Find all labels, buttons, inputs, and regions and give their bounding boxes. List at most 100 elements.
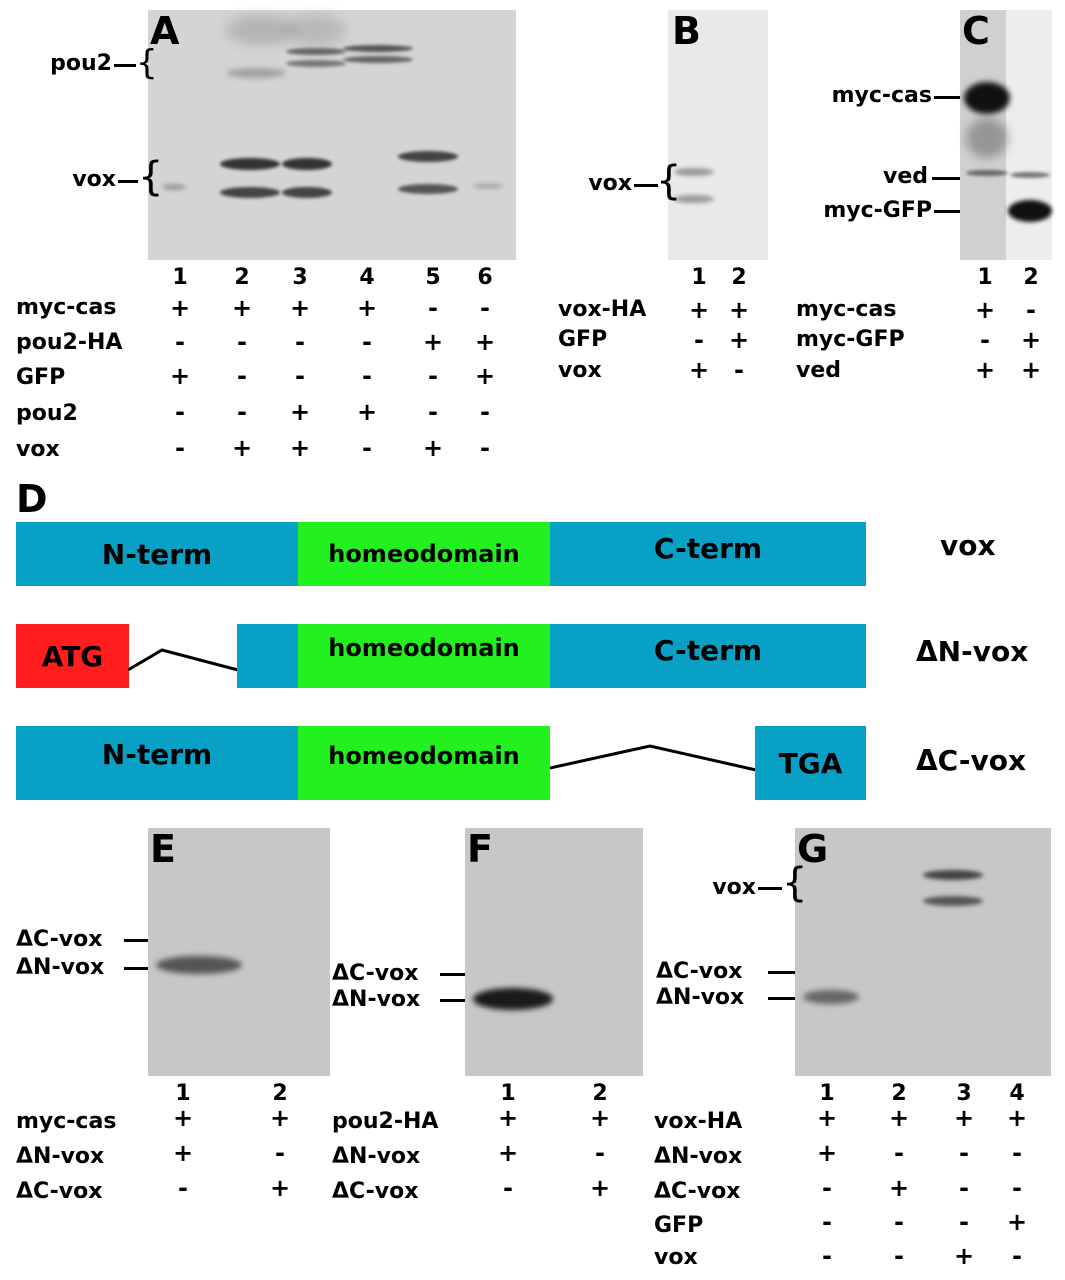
row-value: + <box>1020 356 1042 384</box>
row-value: - <box>428 362 438 390</box>
row-value: - <box>894 1242 904 1270</box>
row-value: + <box>816 1104 838 1132</box>
row-value: - <box>980 326 990 354</box>
row-value: - <box>1026 296 1036 324</box>
lane-number: 4 <box>1009 1081 1025 1106</box>
gel-band <box>162 184 186 190</box>
gel-band <box>473 183 503 189</box>
gel-band <box>674 195 714 203</box>
row-value: + <box>231 434 253 462</box>
gel-band <box>282 187 332 198</box>
gel-band <box>286 15 346 45</box>
row-value: - <box>237 398 247 426</box>
marker-brace: { <box>136 43 158 83</box>
row-label: myc-cas <box>16 1109 117 1134</box>
construct-dc-tga: TGA <box>755 726 866 800</box>
gel-panel-c <box>960 10 1052 260</box>
row-value: - <box>175 398 185 426</box>
lane-number: 2 <box>234 265 250 290</box>
marker-brace: { <box>138 154 164 200</box>
gel-band <box>923 896 983 906</box>
gel-band <box>964 82 1010 114</box>
row-value: + <box>172 1139 194 1167</box>
row-label: ΔC-vox <box>654 1179 741 1204</box>
row-value: - <box>595 1139 605 1167</box>
row-value: + <box>422 328 444 356</box>
gel-band <box>220 158 280 170</box>
gel-band <box>220 187 280 198</box>
construct-name: ΔC-vox <box>916 744 1027 777</box>
gel-band <box>398 184 458 194</box>
lane-number: 5 <box>425 265 441 290</box>
row-label: myc-cas <box>796 297 897 322</box>
gel-band <box>282 158 332 170</box>
row-value: + <box>497 1104 519 1132</box>
gel-band <box>966 118 1008 158</box>
marker-label-dc-vox: ΔC-vox <box>16 927 103 952</box>
row-label: ΔN-vox <box>332 1144 421 1169</box>
lane-number: 1 <box>691 265 707 290</box>
marker-tick <box>768 997 795 1000</box>
panel-label-d: D <box>16 477 48 521</box>
row-value: + <box>169 294 191 322</box>
construct-vox-cterm: C-term <box>550 522 866 586</box>
row-value: + <box>474 328 496 356</box>
marker-label-myc-gfp: myc-GFP <box>823 198 932 223</box>
lane-number: 2 <box>1023 265 1039 290</box>
row-label: ΔC-vox <box>16 1179 103 1204</box>
marker-label-dc-vox: ΔC-vox <box>332 961 419 986</box>
gel-band <box>343 56 413 63</box>
gel-panel-e <box>148 828 330 1076</box>
row-value: + <box>1006 1104 1028 1132</box>
row-label: ΔN-vox <box>16 1144 105 1169</box>
gel-panel-f <box>465 828 643 1076</box>
row-value: + <box>888 1104 910 1132</box>
row-value: - <box>275 1139 285 1167</box>
gel-panel-a <box>148 10 516 260</box>
gel-band <box>226 68 286 78</box>
construct-vox-homeodomain: homeodomain <box>298 522 550 586</box>
row-value: + <box>589 1104 611 1132</box>
row-value: - <box>1012 1139 1022 1167</box>
deletion-line <box>128 648 239 672</box>
row-value: - <box>362 434 372 462</box>
marker-tick <box>440 999 465 1002</box>
marker-brace: { <box>656 158 682 204</box>
row-label: GFP <box>16 365 66 390</box>
marker-tick <box>768 971 795 974</box>
row-value: + <box>356 398 378 426</box>
marker-tick <box>118 180 138 183</box>
row-label: GFP <box>654 1213 704 1238</box>
row-value: + <box>169 362 191 390</box>
marker-label-pou2: pou2 <box>50 51 112 76</box>
row-label: pou2-HA <box>332 1109 439 1134</box>
row-value: - <box>362 328 372 356</box>
construct-dc-nterm: N-term <box>16 726 298 800</box>
row-value: - <box>503 1174 513 1202</box>
panel-label-a: A <box>150 9 180 53</box>
row-value: + <box>474 362 496 390</box>
gel-band <box>966 170 1008 176</box>
construct-dn-homeodomain: homeodomain <box>298 624 550 688</box>
marker-label-myc-cas: myc-cas <box>831 83 932 108</box>
panel-label-g: G <box>797 827 829 871</box>
row-label: pou2 <box>16 401 78 426</box>
row-value: + <box>816 1139 838 1167</box>
panel-label-c: C <box>962 9 990 53</box>
construct-dn-stub <box>237 624 298 688</box>
row-value: + <box>1020 326 1042 354</box>
gel-panel-g <box>795 828 1051 1076</box>
marker-label-dn-vox: ΔN-vox <box>332 987 421 1012</box>
row-value: - <box>480 434 490 462</box>
row-value: - <box>959 1208 969 1236</box>
lane-number: 1 <box>175 1081 191 1106</box>
row-label: vox <box>654 1245 698 1270</box>
marker-tick <box>934 210 960 213</box>
panel-label-e: E <box>150 827 176 871</box>
row-value: + <box>1006 1208 1028 1236</box>
row-value: + <box>688 356 710 384</box>
marker-tick <box>124 967 148 970</box>
panel-label-b: B <box>672 9 701 53</box>
row-value: - <box>480 294 490 322</box>
lane-number: 4 <box>359 265 375 290</box>
